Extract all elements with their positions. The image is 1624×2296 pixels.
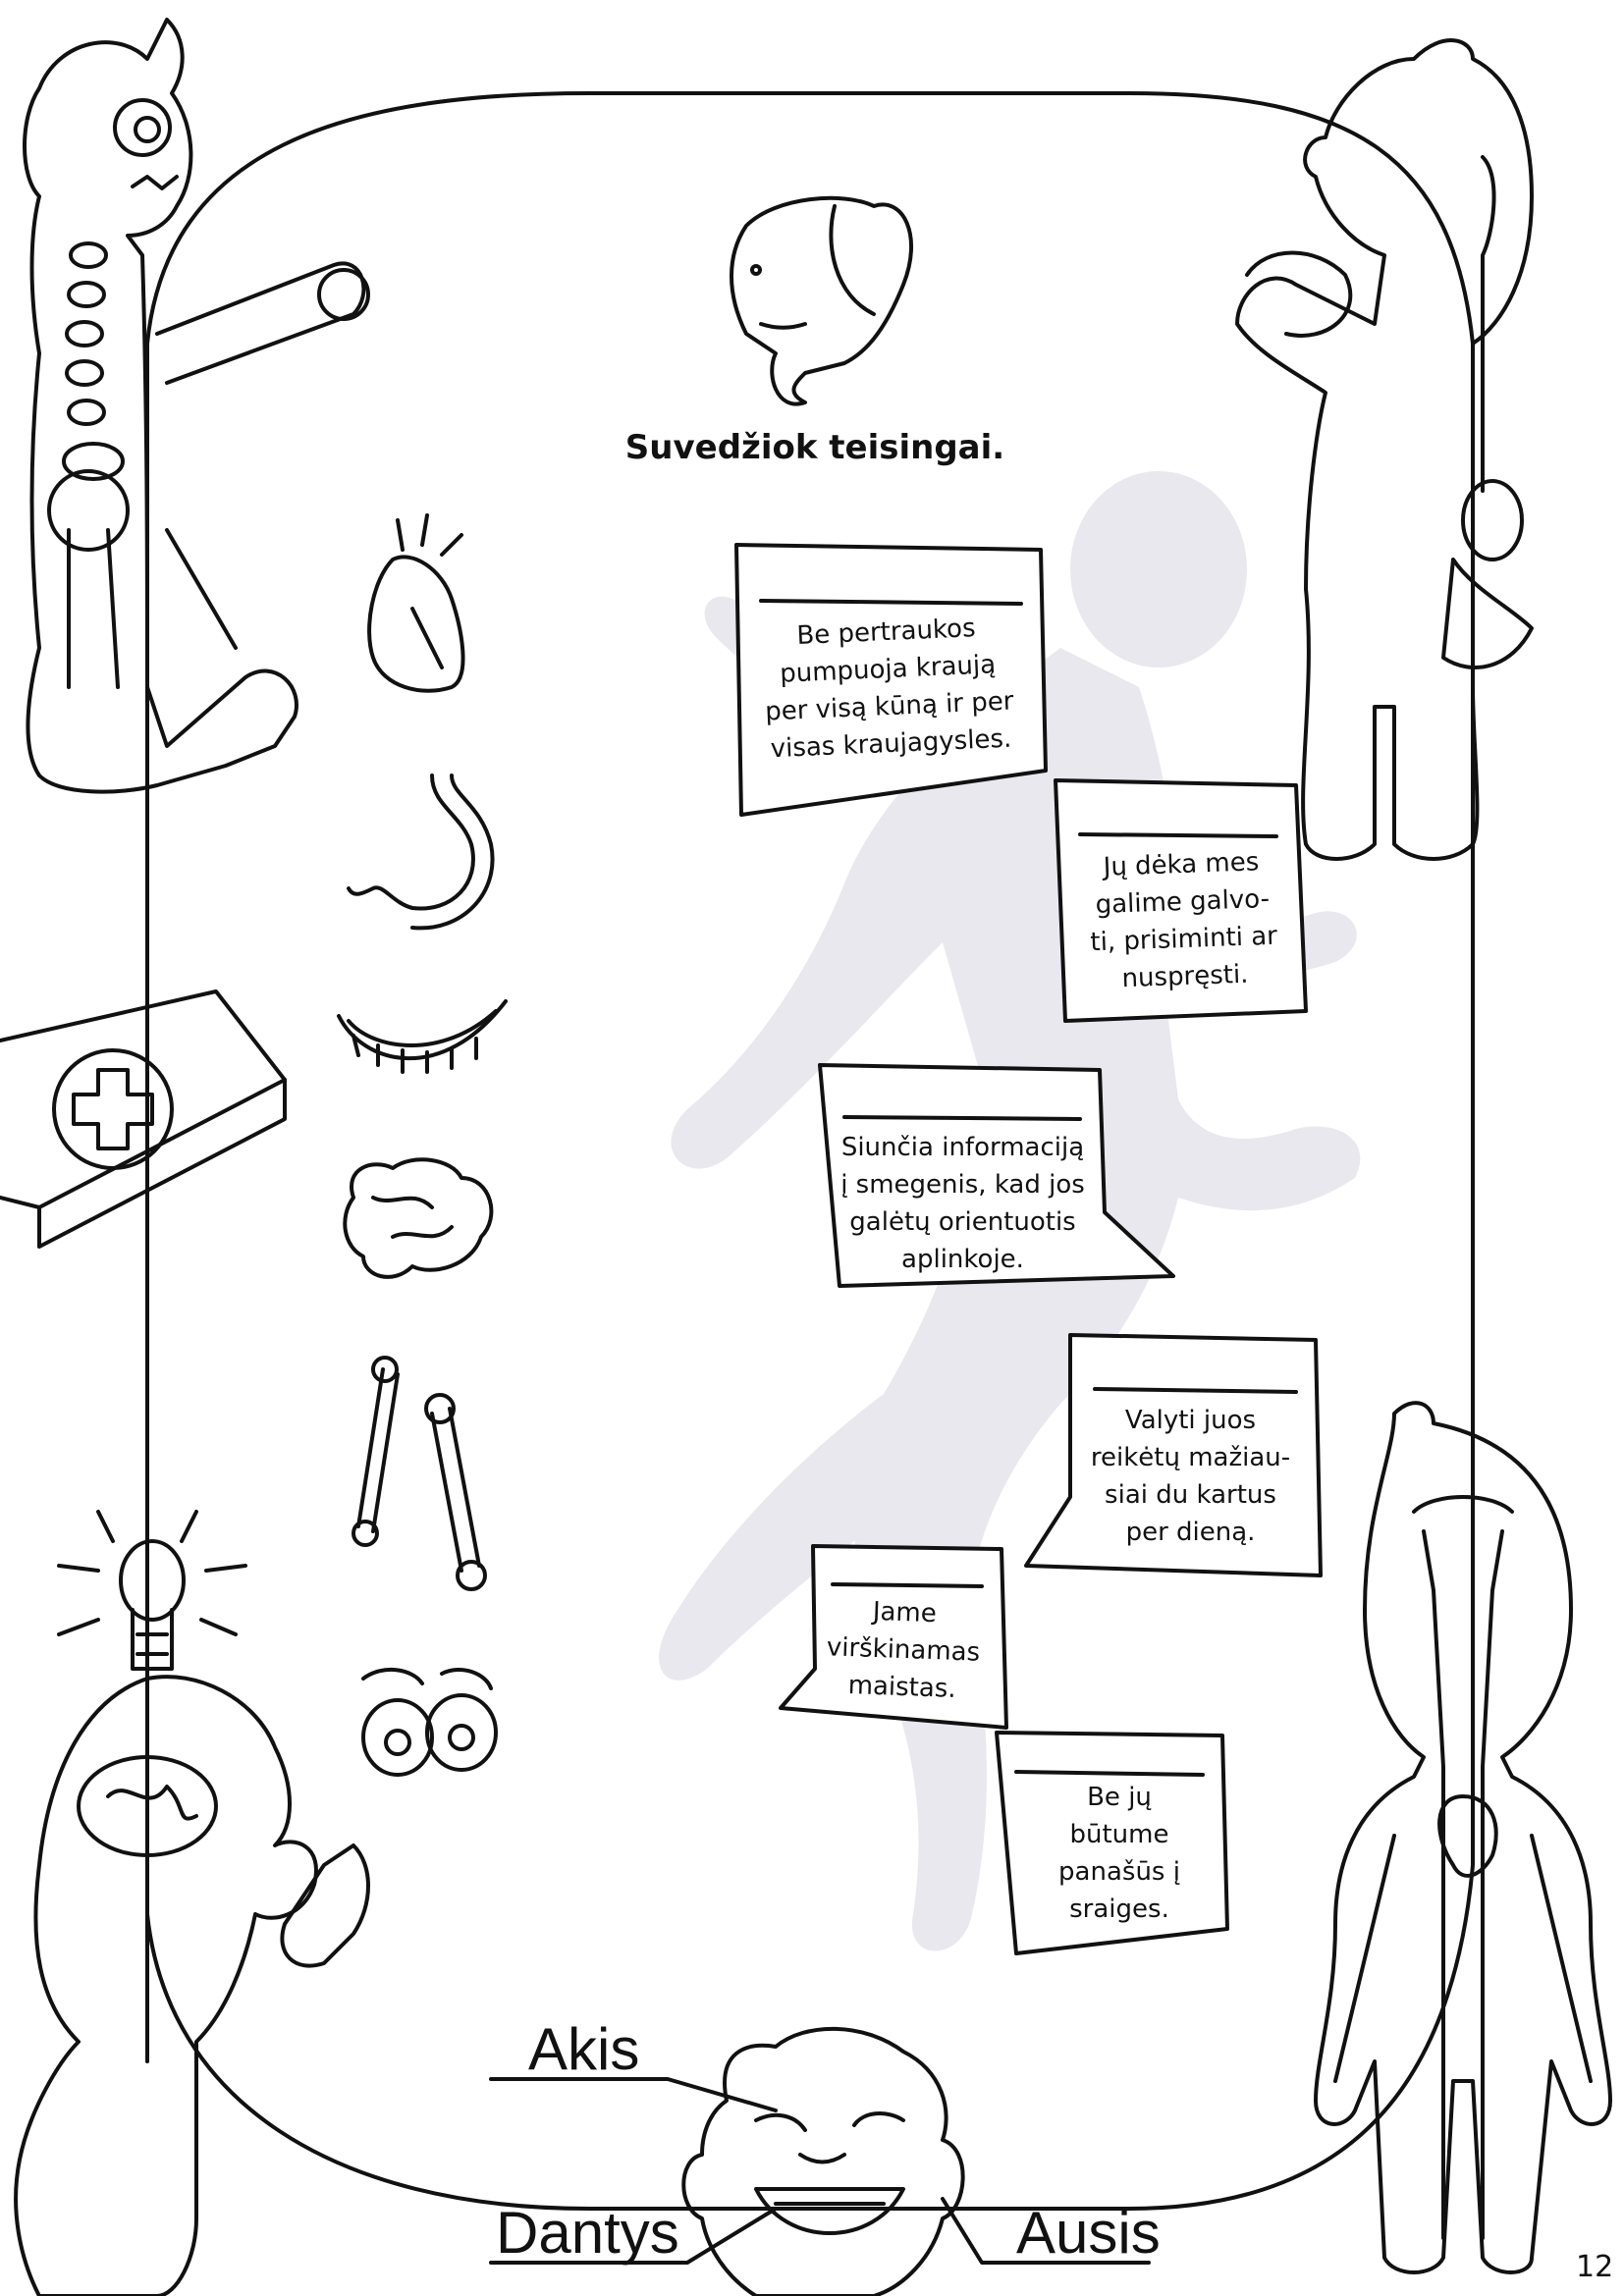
note-text-eyes: Siunčia informaciją į smegenis, kad jos … [840,1133,1085,1274]
label-pointer-lines [489,2077,1151,2265]
page-number: 12 [1576,2250,1614,2284]
smiling-face-drawing [681,2026,965,2296]
note-text-brain: Jų dėka mes galime galvo- ti, prisiminti… [1089,847,1278,994]
first-aid-box [0,989,287,1249]
bones-drawing [352,1356,487,1591]
sticky-note-brain [1054,778,1308,1023]
digestive-character [1235,38,1534,861]
instruction-title: Suvedžiok teisingai. [624,428,1005,467]
skeleton-character [23,18,370,794]
label-ear: Ausis [1016,2200,1161,2266]
teeth-drawing [337,999,508,1074]
sticky-note-eyes [818,1063,1175,1288]
note-text-heart: Be pertraukos pumpuoja kraują per visą k… [764,614,1015,765]
stomach-drawing [347,774,495,931]
label-eye: Akis [528,2016,640,2082]
light-bulb [57,1510,247,1671]
sticky-note-heart [734,543,1048,817]
brain-drawing [343,1157,494,1279]
central-frame [145,91,1475,2211]
sticky-note-stomach [779,1544,1008,1730]
note-text-stomach: Jame virškinamas maistas. [826,1596,981,1704]
heart-drawing [367,513,465,693]
elephant-head-drawing [730,195,913,406]
note-text-bones: Be jų būtume panašūs į sraiges. [1058,1783,1180,1924]
eyes-drawing [361,1667,498,1777]
nervous-system-character [1314,1401,1612,2274]
sticky-note-bones [995,1731,1229,1955]
note-text-teeth: Valyti juos reikėtų mažiau- siai du kart… [1090,1406,1291,1547]
sticky-note-teeth [1024,1333,1323,1577]
label-teeth: Dantys [496,2200,679,2266]
thinking-character [14,1675,370,2296]
